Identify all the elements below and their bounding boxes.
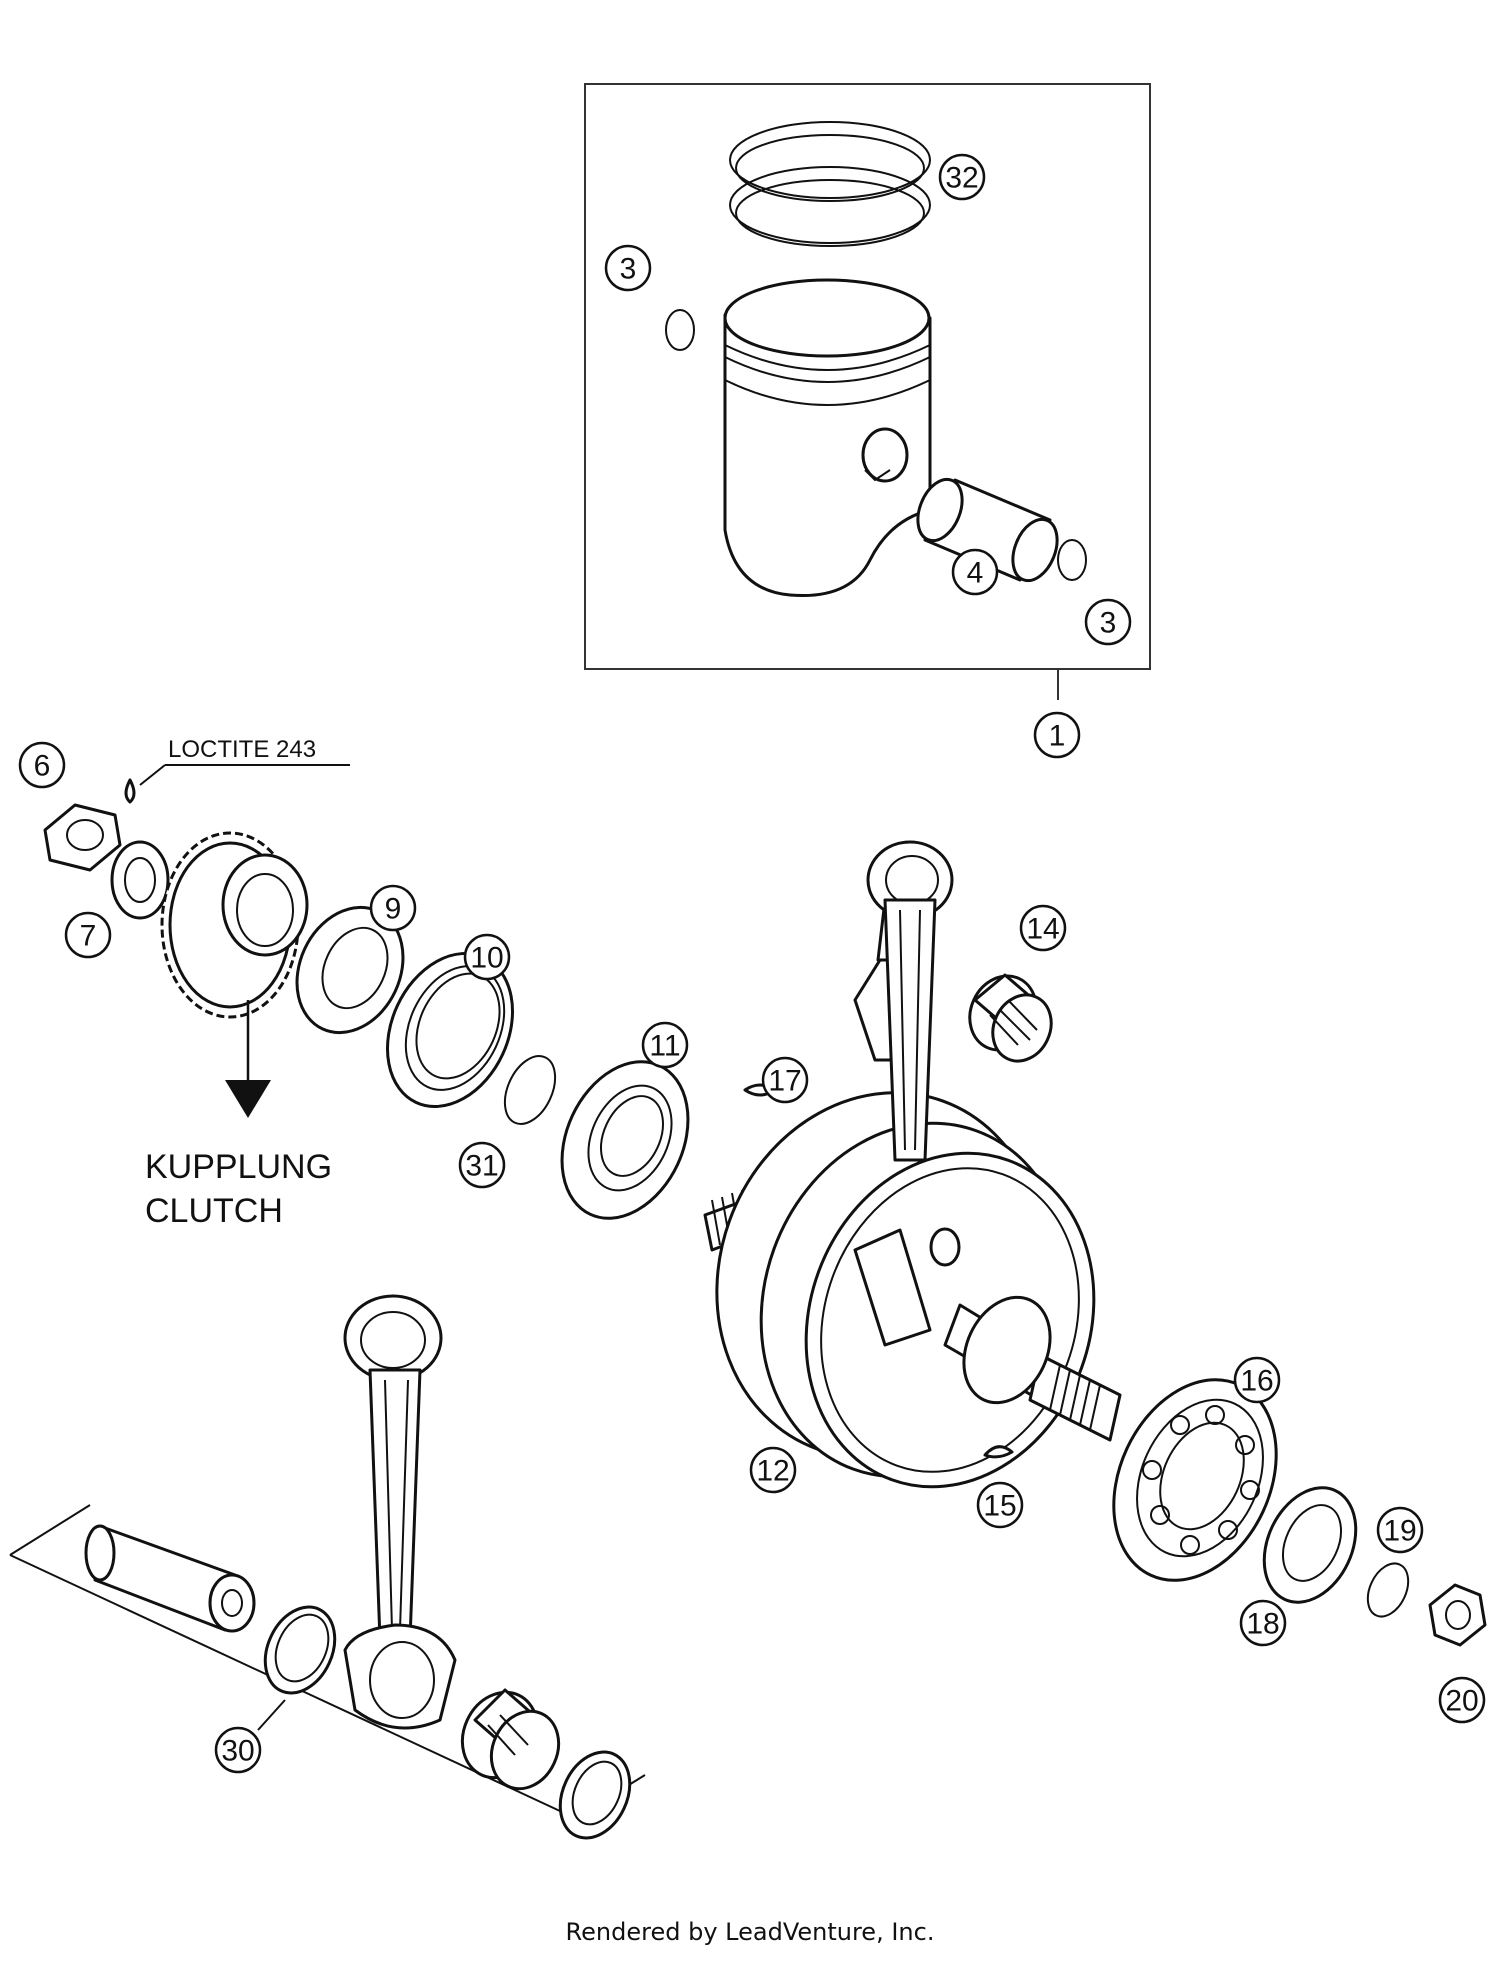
callout-3-lower: 3: [1084, 598, 1132, 646]
callout-6: 6: [18, 741, 66, 789]
svg-text:31: 31: [465, 1150, 498, 1183]
spacer-9: [295, 905, 405, 1035]
callout-30: 30: [214, 1726, 262, 1774]
callout-10: 10: [463, 933, 511, 981]
callout-15: 15: [976, 1481, 1024, 1529]
callout-7: 7: [64, 911, 112, 959]
flange-nut: [1428, 1583, 1487, 1647]
svg-text:20: 20: [1445, 1685, 1478, 1718]
svg-text:3: 3: [620, 253, 637, 286]
primary-gear: [160, 831, 309, 1019]
callout-32: 32: [938, 153, 986, 201]
piston-pin: [916, 477, 1059, 583]
piston-kit-box: [584, 83, 1151, 670]
crank-nut: [43, 803, 122, 872]
svg-text:17: 17: [768, 1065, 801, 1098]
svg-text:6: 6: [34, 750, 51, 783]
conrod-kit: [9, 1294, 646, 1840]
callout-17: 17: [761, 1056, 809, 1104]
main-bearing-left: [560, 1060, 690, 1220]
footer-credit: Rendered by LeadVenture, Inc.: [565, 1918, 935, 1946]
o-ring: [503, 1055, 557, 1125]
callout-9: 9: [369, 884, 417, 932]
callout-3-upper: 3: [604, 244, 652, 292]
svg-text:16: 16: [1240, 1365, 1273, 1398]
woodruff-key-15: [983, 1445, 1014, 1459]
spacer-18: [1262, 1486, 1358, 1604]
svg-text:7: 7: [80, 920, 97, 953]
clutch-arrow-head: [225, 1080, 271, 1118]
callout-11: 11: [641, 1021, 689, 1069]
callout-4: 4: [951, 548, 999, 596]
piston-rings: [729, 121, 931, 247]
loctite-note: LOCTITE 243: [168, 736, 316, 763]
lock-washer: [1366, 1562, 1410, 1618]
crankshaft: [703, 840, 1122, 1489]
callout-16: 16: [1233, 1356, 1281, 1404]
kupplung-label: KUPPLUNG: [145, 1148, 332, 1186]
washer: [110, 840, 170, 920]
svg-text:4: 4: [967, 557, 984, 590]
loctite-drop: [124, 778, 136, 804]
svg-text:11: 11: [649, 1030, 680, 1063]
conrod-kit-leader: [257, 1699, 286, 1731]
callout-1: 1: [1033, 711, 1081, 759]
svg-text:30: 30: [221, 1735, 254, 1768]
svg-text:32: 32: [945, 162, 978, 195]
needle-bearing: [968, 973, 1053, 1063]
svg-text:14: 14: [1026, 913, 1059, 946]
svg-text:18: 18: [1246, 1608, 1279, 1641]
svg-text:9: 9: [385, 893, 402, 926]
svg-text:19: 19: [1383, 1515, 1416, 1548]
svg-text:15: 15: [983, 1490, 1016, 1523]
clutch-label: CLUTCH: [145, 1192, 283, 1230]
callout-31: 31: [458, 1141, 506, 1189]
svg-text:12: 12: [756, 1455, 789, 1488]
svg-text:3: 3: [1100, 607, 1117, 640]
callout-19: 19: [1376, 1506, 1424, 1554]
piston: [723, 278, 932, 598]
svg-text:1: 1: [1049, 720, 1066, 753]
circlip-upper: [665, 309, 695, 351]
circlip-lower: [1057, 539, 1087, 581]
loctite-leader: [139, 764, 166, 786]
svg-text:10: 10: [470, 942, 503, 975]
callout-18: 18: [1239, 1599, 1287, 1647]
main-bearing-right: [1112, 1378, 1278, 1582]
callout-14: 14: [1019, 904, 1067, 952]
callout-12: 12: [749, 1446, 797, 1494]
callout-20: 20: [1438, 1676, 1486, 1724]
